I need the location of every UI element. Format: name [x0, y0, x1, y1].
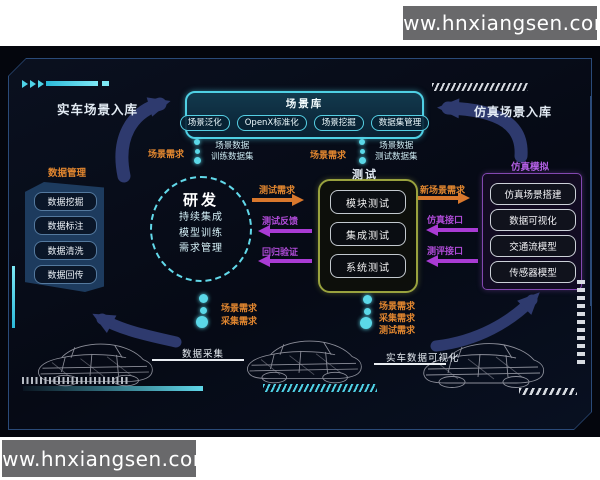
cyan-fade-bar — [23, 386, 203, 391]
cyan-bar-segment — [102, 81, 109, 86]
library-pill-mining: 场景挖掘 — [313, 115, 364, 131]
vehicle-data-viz-underline — [374, 363, 446, 365]
dm-pill-mining: 数据挖掘 — [34, 192, 97, 211]
bl-label-2: 采集需求 — [221, 317, 258, 327]
vertical-line-right — [590, 96, 591, 306]
vehicle-data-viz-caption: 实车数据可视化 — [386, 353, 460, 364]
scenario-library-box: 场景库 场景泛化 OpenX标准化 场景挖掘 数据集管理 — [179, 91, 430, 139]
test-title: 测试 — [352, 168, 378, 181]
cyan-accent-line-left — [12, 266, 15, 328]
rnd-title: 研发 — [182, 191, 219, 209]
test-pill-system: 系统测试 — [330, 254, 406, 278]
test-pill-integration: 集成测试 — [330, 222, 406, 246]
eval-interface-label: 测评接口 — [427, 247, 464, 257]
flow-dot — [360, 317, 372, 329]
hatch-decoration-bottom-right — [519, 388, 577, 395]
rnd-item-ci: 持续集成 — [179, 212, 223, 223]
watermark-bottom: www.hnxiangsen.com — [0, 440, 212, 477]
sim-pill-visualization: 数据可视化 — [490, 209, 576, 231]
watermark-top: www.hnxiangsen.com — [386, 6, 600, 40]
flow-dot — [198, 293, 208, 303]
sim-pill-sensor-model: 传感器模型 — [490, 261, 576, 283]
sim-title: 仿真模拟 — [511, 162, 550, 173]
rnd-circle: 研发 持续集成 模型训练 需求管理 — [150, 176, 252, 282]
br-label-1: 场景需求 — [379, 302, 416, 312]
flow-dot — [194, 139, 200, 145]
data-mgmt-box: 数据挖掘 数据标注 数据清洗 数据回传 — [25, 182, 104, 292]
left-data-line1: 场景数据 — [215, 141, 250, 151]
flow-dot — [359, 148, 365, 154]
data-collection-underline — [152, 359, 244, 361]
sim-entry-label: 仿真场景入库 — [474, 105, 553, 119]
left-demand-label: 场景需求 — [148, 150, 185, 160]
regression-verify-label: 回归验证 — [262, 248, 299, 258]
flow-dot — [363, 307, 371, 315]
flow-dot — [359, 139, 365, 145]
data-mgmt-title: 数据管理 — [48, 168, 87, 179]
test-demand-label: 测试需求 — [259, 186, 296, 196]
right-demand-label: 场景需求 — [310, 151, 347, 161]
right-data-line2: 测试数据集 — [375, 151, 418, 162]
test-box: 模块测试 集成测试 系统测试 — [318, 179, 418, 293]
rnd-item-requirements: 需求管理 — [179, 243, 223, 254]
library-pill-dataset: 数据集管理 — [370, 115, 430, 131]
chevron-decoration-icon — [22, 80, 46, 88]
sim-pill-traffic-model: 交通流模型 — [490, 235, 576, 257]
test-feedback-label: 测试反馈 — [262, 217, 299, 227]
left-data-line2: 训练数据集 — [211, 151, 254, 162]
dash-column-right — [577, 280, 585, 366]
left-data-label: 场景数据 训练数据集 — [211, 141, 254, 162]
hatch-decoration-bottom-center — [263, 384, 377, 392]
cyan-bar-decoration — [46, 81, 98, 86]
data-collection-caption: 数据采集 — [182, 349, 225, 360]
dm-pill-cleaning: 数据清洗 — [34, 241, 97, 260]
dm-pill-return: 数据回传 — [34, 265, 97, 284]
new-scene-demand-label: 新场景需求 — [420, 186, 466, 196]
hatch-decoration-top-right — [432, 83, 528, 91]
dm-pill-labeling: 数据标注 — [34, 216, 97, 235]
sim-interface-label: 仿真接口 — [427, 216, 464, 226]
test-pill-module: 模块测试 — [330, 190, 406, 214]
right-data-label: 场景数据 测试数据集 — [375, 141, 418, 162]
bl-label-1: 场景需求 — [221, 304, 258, 314]
sim-pill-scene-build: 仿真场景搭建 — [490, 183, 576, 205]
scenario-library-title: 场景库 — [285, 98, 324, 110]
flow-dot — [193, 156, 201, 164]
flow-dot — [362, 294, 372, 304]
right-data-line1: 场景数据 — [379, 141, 414, 151]
real-entry-label: 实车场景入库 — [57, 102, 139, 117]
flow-dot — [194, 148, 200, 154]
flow-dot — [199, 306, 207, 314]
br-label-3: 测试需求 — [379, 326, 416, 336]
library-pill-generalization: 场景泛化 — [179, 115, 230, 131]
br-label-2: 采集需求 — [379, 314, 416, 324]
flow-dot — [358, 156, 366, 164]
sim-box: 仿真场景搭建 数据可视化 交通流模型 传感器模型 — [482, 173, 582, 290]
library-pill-openx: OpenX标准化 — [236, 115, 307, 131]
hatch-decoration-bottom-left — [22, 377, 128, 384]
rnd-item-training: 模型训练 — [179, 227, 223, 239]
flow-dot — [196, 316, 208, 328]
